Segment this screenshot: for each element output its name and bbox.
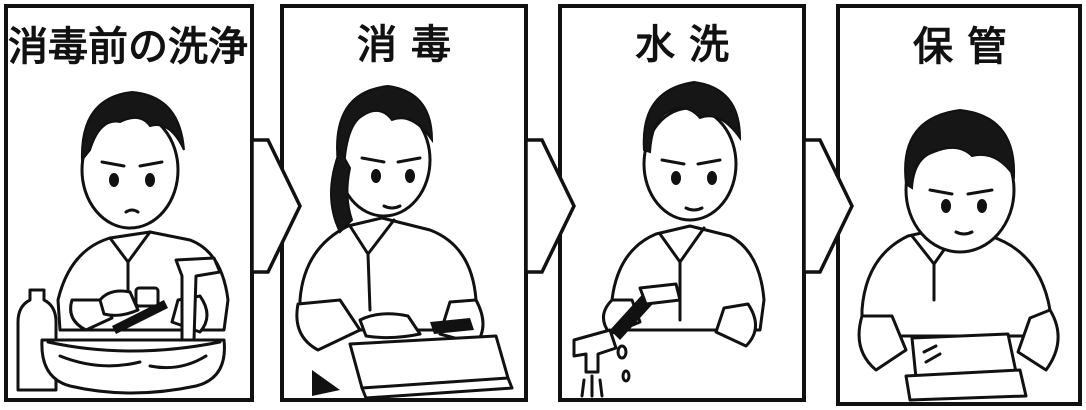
person-storing-items-icon (857, 108, 1060, 402)
step-3-title: 水 洗 (635, 22, 729, 68)
arrow-2 (524, 138, 576, 274)
person-disinfecting-cutting-board-icon (295, 84, 514, 400)
arrow-right-icon (250, 138, 302, 274)
arrow-right-icon (524, 138, 576, 274)
person-washing-utensils-in-basin-icon (16, 90, 230, 395)
person-rinsing-utensil-under-faucet-icon (572, 80, 766, 398)
step-2-title: 消 毒 (357, 22, 451, 68)
arrow-1 (250, 138, 302, 274)
arrow-right-icon (802, 138, 854, 274)
arrow-3 (802, 138, 854, 274)
step-4-title: 保 管 (913, 24, 1007, 70)
step-1-title: 消毒前の洗浄 (8, 24, 248, 70)
